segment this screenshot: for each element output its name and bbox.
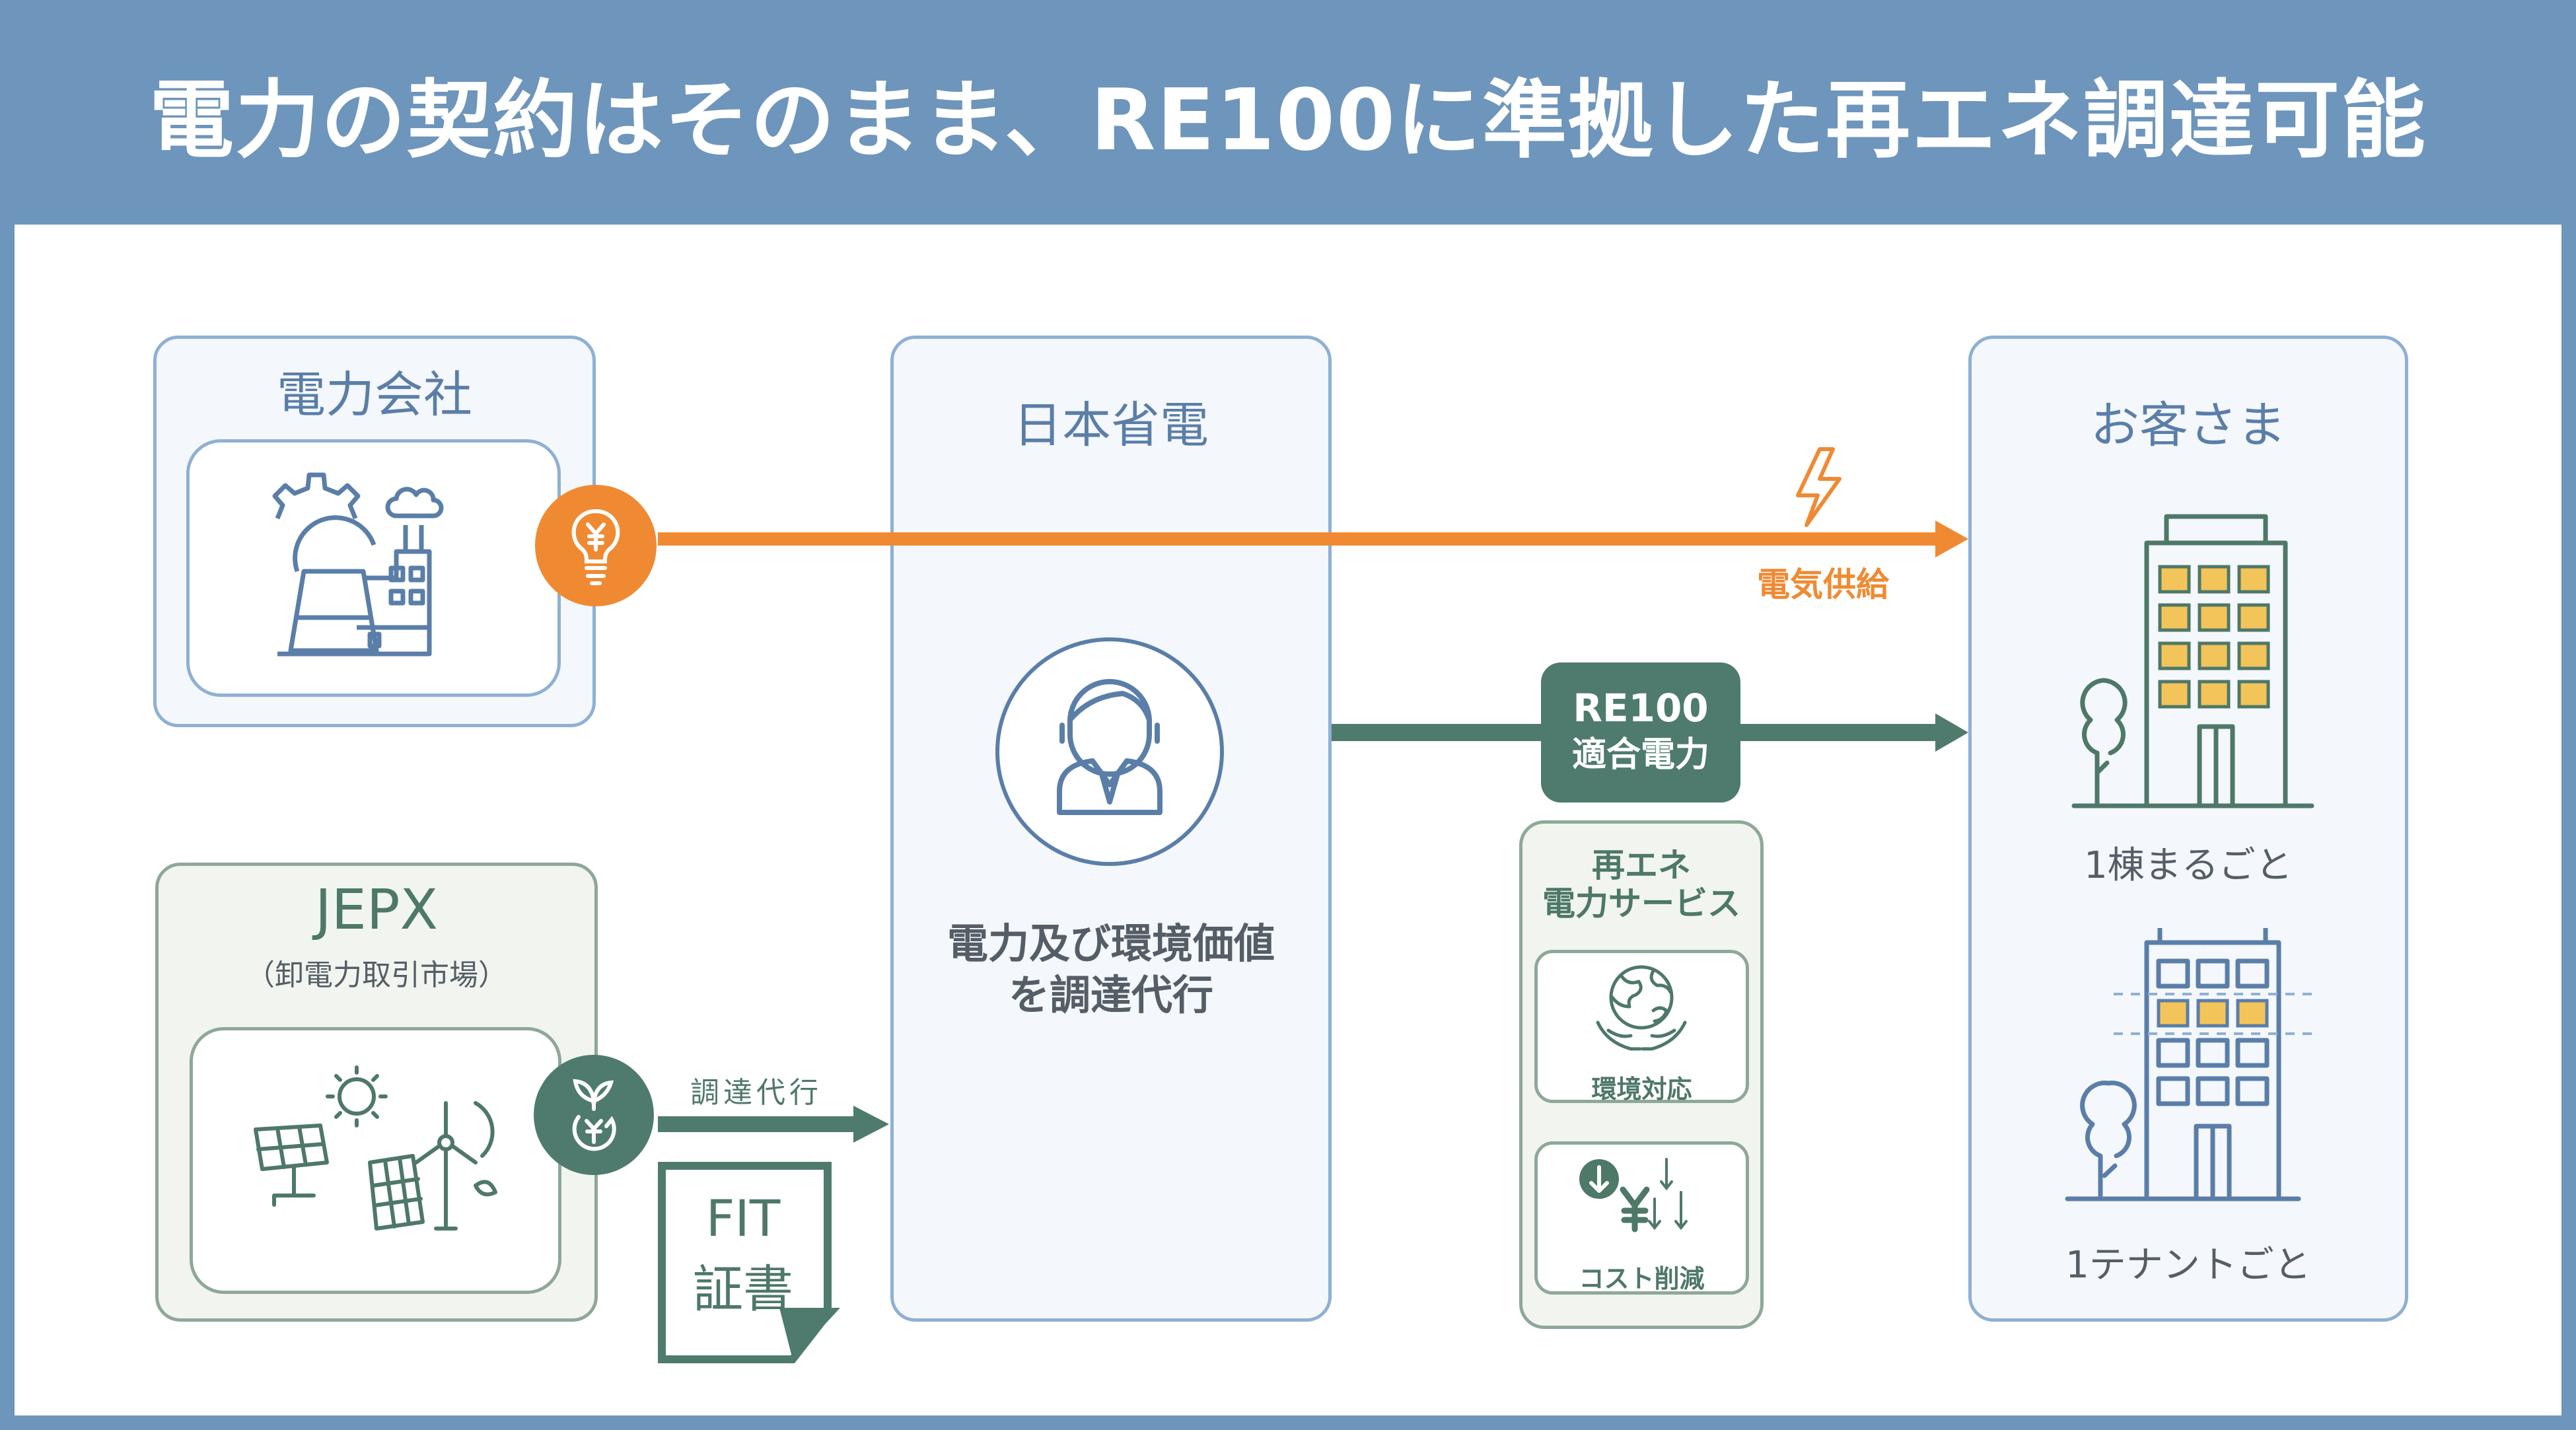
eco-yen-icon	[534, 1055, 654, 1175]
building-tenant-icon	[2065, 928, 2318, 1201]
power-plant-icon	[272, 472, 444, 657]
page-title: 電力の契約はそのまま、RE100に準拠した再エネ調達可能	[149, 71, 2427, 170]
jepx-title: JEPX	[314, 877, 439, 942]
re-service-title-line1: 再エネ	[1592, 846, 1691, 884]
nihon-desc-line2: を調達代行	[1008, 971, 1213, 1019]
env-label: 環境対応	[1591, 1075, 1692, 1104]
per-tenant-label: 1テナントごと	[2065, 1244, 2311, 1287]
nihon-shoden-title: 日本省電	[1013, 397, 1209, 454]
fit-line2: 証書	[693, 1260, 793, 1318]
fit-line1: FIT	[705, 1189, 781, 1248]
re100-badge	[1541, 662, 1740, 803]
re100-line1: RE100	[1573, 686, 1709, 731]
yen-bulb-icon	[535, 485, 657, 606]
cost-label: コスト削減	[1579, 1264, 1705, 1293]
nihon-desc-line1: 電力及び環境価値	[947, 919, 1275, 968]
jepx-subtitle: （卸電力取引市場）	[246, 958, 507, 992]
person-icon	[995, 637, 1224, 866]
building-whole-icon	[2071, 514, 2314, 808]
cost-down-icon	[1579, 1158, 1688, 1233]
customer-title: お客さま	[2091, 397, 2286, 454]
customer-box	[1968, 336, 2408, 1322]
header-bar: 電力の契約はそのまま、RE100に準拠した再エネ調達可能	[0, 0, 2576, 225]
re100-line2: 適合電力	[1571, 735, 1709, 775]
power-company-title: 電力会社	[277, 367, 472, 423]
electricity-supply-label: 電気供給	[1757, 565, 1889, 604]
re-service-title-line2: 電力サービス	[1542, 884, 1740, 923]
globe-hands-icon	[1596, 965, 1687, 1051]
procurement-label: 調達代行	[690, 1076, 822, 1110]
whole-building-label: 1棟まるごと	[2084, 844, 2293, 887]
solar-wind-icon	[254, 1065, 497, 1231]
